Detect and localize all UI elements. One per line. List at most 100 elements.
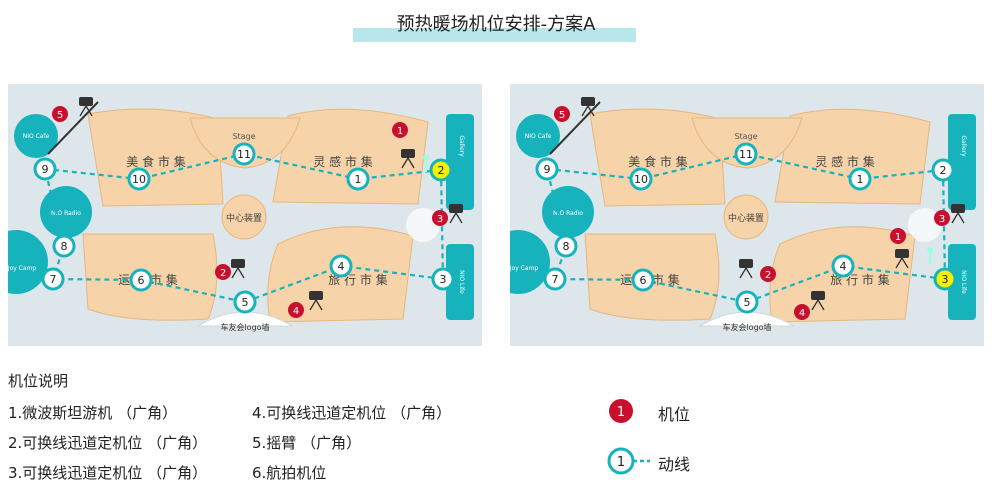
video-camera-icon <box>811 291 825 311</box>
route-point-number: 11 <box>739 148 753 161</box>
page-title: 预热暖场机位安排-方案A <box>396 14 596 35</box>
route-point-2: 2 <box>931 158 955 182</box>
legend-route-number: 1 <box>617 455 625 470</box>
center-installation <box>723 194 769 240</box>
linggan-label: 灵 感 市 集 <box>815 154 874 169</box>
camera-number: 1 <box>895 232 901 243</box>
route-point-number: 10 <box>132 173 146 186</box>
camera-notes: 机位说明 1.微波斯坦游机 （广角） 2.可换线迅道定机位 （广角） 3.可换线… <box>8 370 568 490</box>
legend-camera-label: 机位 <box>658 405 691 424</box>
video-camera-icon <box>309 291 323 311</box>
stage-label: Stage <box>734 132 757 141</box>
white-dome <box>908 208 942 242</box>
legend-route-label: 动线 <box>658 455 691 474</box>
route-marker-icon: 1 <box>607 447 650 475</box>
camera-3: 3 <box>934 210 950 226</box>
route-point-number: 7 <box>552 273 559 286</box>
nio-cafe-booth <box>516 114 560 158</box>
camera-5: 5 <box>52 106 68 122</box>
video-camera-icon <box>401 149 415 169</box>
route-point-3: 3 <box>933 267 957 291</box>
notes-heading: 机位说明 <box>8 372 69 390</box>
route-point-number: 6 <box>138 274 145 287</box>
route-point-10: 10 <box>127 167 151 191</box>
route-point-number: 8 <box>563 240 570 253</box>
crane-arm-icon <box>47 101 99 155</box>
route-point-8: 8 <box>52 234 76 258</box>
route-point-number: 6 <box>640 274 647 287</box>
camera-4: 4 <box>288 302 304 318</box>
video-camera-icon <box>951 204 965 224</box>
camera-number: 4 <box>799 308 805 319</box>
camera-number: 3 <box>939 214 945 225</box>
gallery-booth <box>948 114 976 210</box>
legend-camera-number: 1 <box>617 405 625 420</box>
route-line <box>43 152 445 304</box>
route-point-10: 10 <box>629 167 653 191</box>
route-point-number: 5 <box>242 296 249 309</box>
camera-number: 3 <box>437 214 443 225</box>
nio-cafe-label: NIO Cafe <box>23 133 50 140</box>
route-point-number: 4 <box>840 260 847 273</box>
crane-arm-icon <box>549 101 601 155</box>
nio-life-label: NIO Life <box>960 270 967 294</box>
gallery-label: Gallery <box>458 135 465 157</box>
linggan-area <box>272 108 429 205</box>
route-point-7: 7 <box>41 267 65 291</box>
camera-5: 5 <box>554 106 570 122</box>
gallery-label: Gallery <box>960 135 967 157</box>
route-point-number: 3 <box>440 273 447 286</box>
video-camera-icon <box>739 259 753 279</box>
legend: 1 机位 1 动线 <box>606 396 806 476</box>
route-point-7: 7 <box>543 267 567 291</box>
camera-3: 3 <box>432 210 448 226</box>
camera-number: 5 <box>57 110 63 121</box>
route-point-1: 1 <box>346 167 370 191</box>
camera-number: 4 <box>293 306 299 317</box>
route-point-number: 9 <box>42 163 49 176</box>
route-point-number: 10 <box>634 173 648 186</box>
stage-label: Stage <box>232 132 255 141</box>
route-point-number: 2 <box>940 164 947 177</box>
video-camera-icon <box>449 204 463 224</box>
route-point-6: 6 <box>631 268 655 292</box>
note-item-1: 1.微波斯坦游机 （广角） <box>8 404 178 422</box>
camera-marker-icon: 1 <box>609 399 633 423</box>
route-point-number: 9 <box>544 163 551 176</box>
nio-radio-label: N.O Radio <box>51 210 81 217</box>
note-item-4: 4.可换线迅道定机位 （广角） <box>252 404 452 422</box>
linggan-label: 灵 感 市 集 <box>313 154 372 169</box>
video-camera-icon <box>79 97 93 117</box>
camera-number: 2 <box>220 268 226 279</box>
white-dome <box>406 208 440 242</box>
video-camera-icon <box>895 249 909 269</box>
camera-number: 5 <box>559 110 565 121</box>
video-camera-icon <box>231 259 245 279</box>
route-point-1: 1 <box>848 167 872 191</box>
camera-1: 1 <box>392 122 408 138</box>
route-point-number: 3 <box>942 273 949 286</box>
nio-life-label: NIO Life <box>458 270 465 294</box>
center-label: 中心装置 <box>226 212 262 224</box>
route-point-number: 7 <box>50 273 57 286</box>
route-point-8: 8 <box>554 234 578 258</box>
joy-camp-label: Joy Camp <box>8 265 36 272</box>
joy-camp-label: Joy Camp <box>510 265 538 272</box>
nio-life-booth <box>446 244 474 320</box>
route-point-6: 6 <box>129 268 153 292</box>
meishi-label: 美 食 市 集 <box>126 154 185 169</box>
route-point-number: 11 <box>237 148 251 161</box>
joy-camp-booth <box>8 230 48 294</box>
route-point-9: 9 <box>33 157 57 181</box>
camera-2: 2 <box>215 264 231 280</box>
route-point-11: 11 <box>734 142 758 166</box>
person-icon <box>927 247 933 264</box>
center-installation <box>221 194 267 240</box>
nio-cafe-label: NIO Cafe <box>525 133 552 140</box>
camera-number: 1 <box>397 126 403 137</box>
legend-camera: 1 机位 <box>606 396 690 426</box>
